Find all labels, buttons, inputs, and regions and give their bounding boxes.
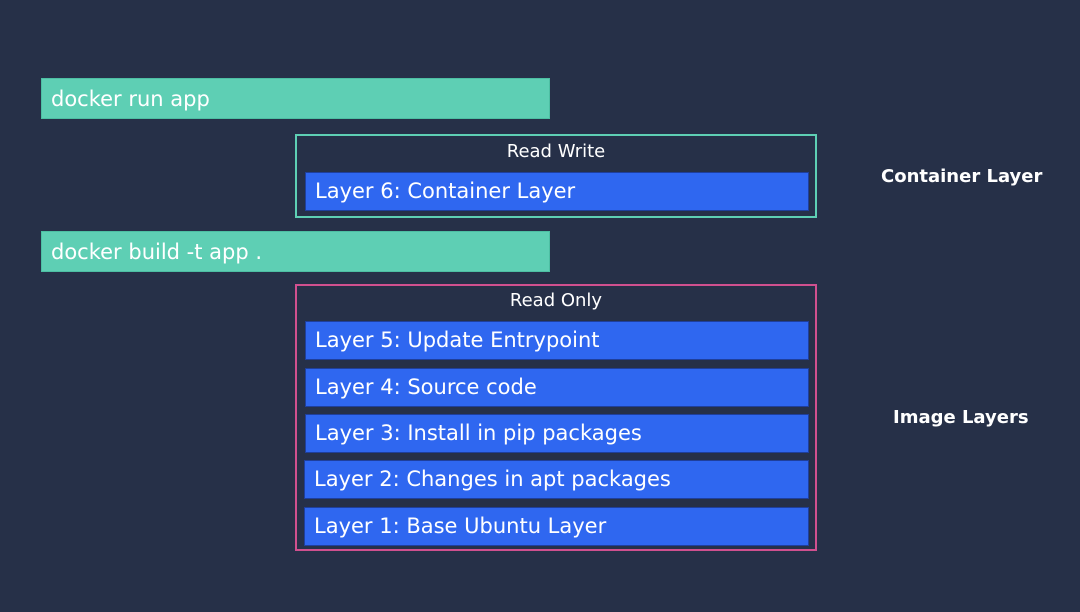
container-layer-label: Container Layer bbox=[881, 166, 1043, 187]
read-write-title: Read Write bbox=[506, 141, 606, 162]
docker-build-command: docker build -t app . bbox=[41, 231, 550, 272]
layer-2-apt-packages: Layer 2: Changes in apt packages bbox=[304, 460, 809, 499]
layer-3-pip-packages: Layer 3: Install in pip packages bbox=[305, 414, 809, 453]
read-write-group: Read Write Layer 6: Container Layer bbox=[295, 134, 817, 218]
docker-run-command: docker run app bbox=[41, 78, 550, 119]
layer-6-container: Layer 6: Container Layer bbox=[305, 172, 809, 211]
layer-1-base-ubuntu: Layer 1: Base Ubuntu Layer bbox=[304, 507, 809, 546]
read-only-group: Read Only Layer 5: Update Entrypoint Lay… bbox=[295, 284, 817, 551]
layer-4-source-code: Layer 4: Source code bbox=[305, 368, 809, 407]
read-only-title: Read Only bbox=[509, 290, 603, 311]
layer-5-update-entrypoint: Layer 5: Update Entrypoint bbox=[305, 321, 809, 360]
image-layers-label: Image Layers bbox=[893, 407, 1029, 428]
